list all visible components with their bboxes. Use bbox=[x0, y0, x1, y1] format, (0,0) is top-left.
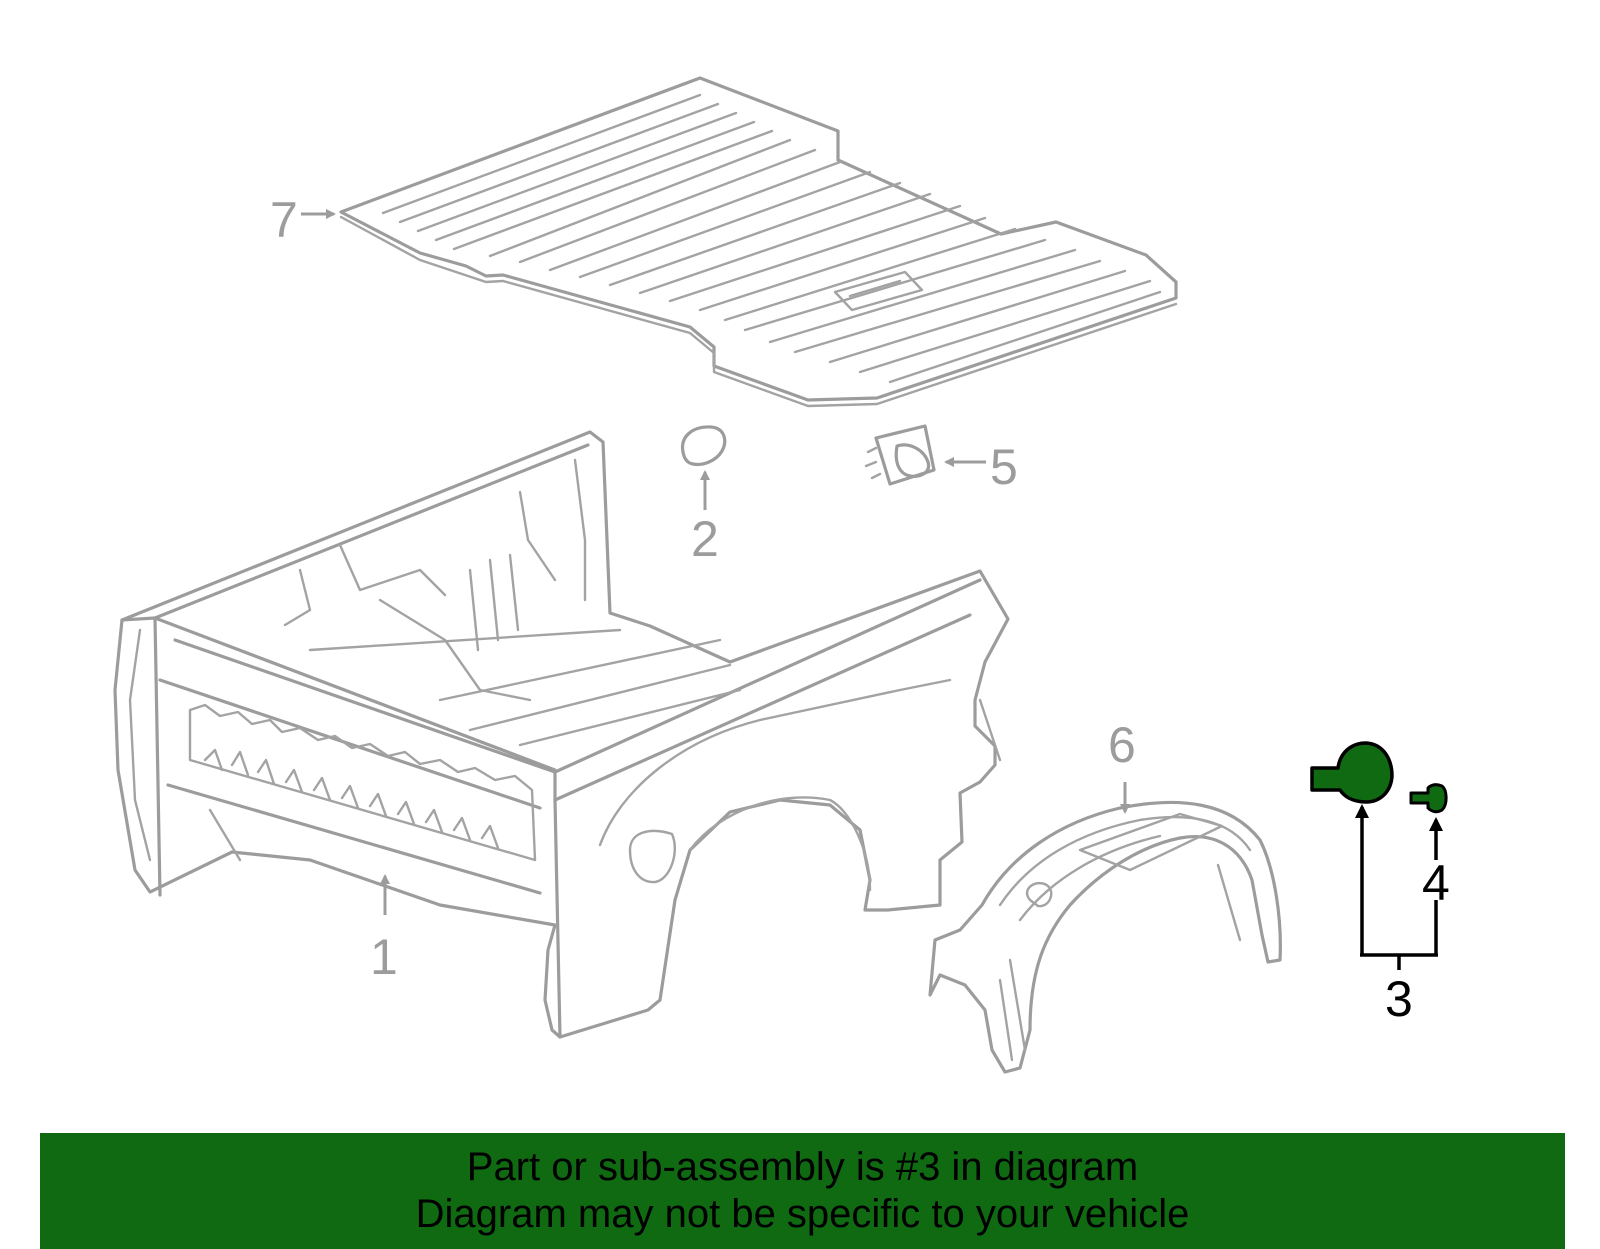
part-5-tie-down bbox=[864, 424, 936, 486]
callout-6: 6 bbox=[1108, 717, 1136, 773]
callout-1: 1 bbox=[370, 929, 398, 985]
callout-4: 4 bbox=[1422, 855, 1450, 911]
part-4-push-pin bbox=[1409, 783, 1448, 814]
callout-7: 7 bbox=[270, 192, 298, 248]
part-6-wheelhouse-liner bbox=[928, 800, 1282, 1074]
banner-line-disclaimer: Diagram may not be specific to your vehi… bbox=[415, 1192, 1190, 1236]
part-7-bed-mat bbox=[339, 76, 1178, 408]
part-1-pickup-box bbox=[113, 430, 1010, 1039]
callout-2: 2 bbox=[691, 511, 719, 567]
banner-line-part-number: Part or sub-assembly is #3 in diagram bbox=[466, 1145, 1139, 1189]
part-2-plug bbox=[680, 425, 727, 467]
callout-5: 5 bbox=[990, 439, 1018, 495]
callout-3: 3 bbox=[1385, 971, 1413, 1027]
part-3-retainer bbox=[1310, 741, 1394, 804]
mat-ribs bbox=[381, 93, 1162, 384]
info-banner: Part or sub-assembly is #3 in diagram Di… bbox=[40, 1133, 1565, 1249]
